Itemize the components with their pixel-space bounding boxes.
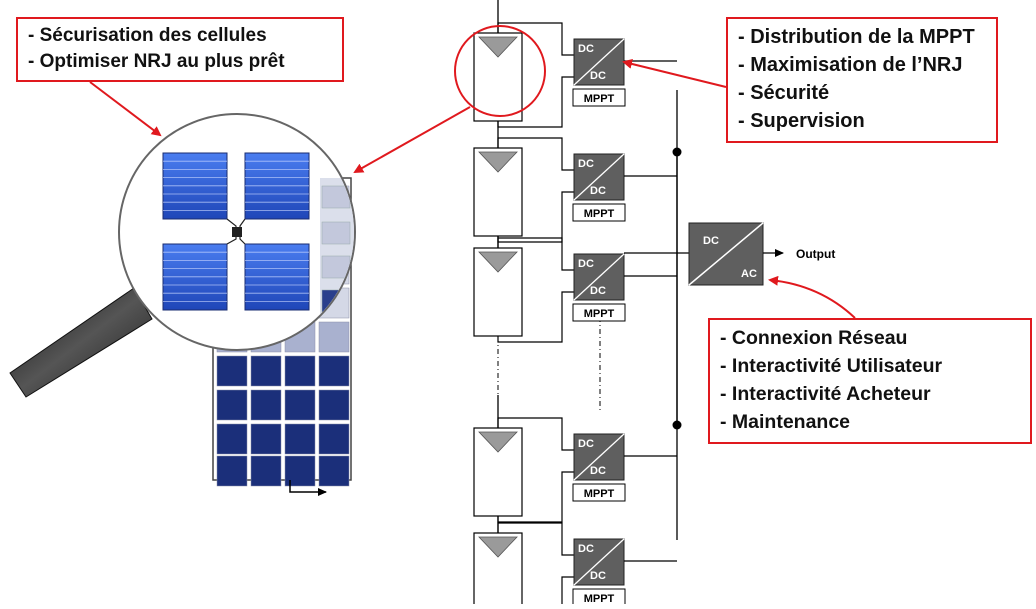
- junction-dot: [672, 420, 682, 430]
- mppt-tag: [572, 483, 626, 502]
- inverter: DC AC: [688, 222, 764, 286]
- callout-line: - Interactivité Utilisateur: [720, 355, 943, 377]
- panel-cell: [318, 321, 350, 353]
- zoom-cell-grid-lines: [163, 160, 309, 302]
- diode-icon: [478, 36, 518, 58]
- string-diagram: DC DC MPPT DC DC MPPT DC DC MPPT DC DC MPPT DC DC MPPT…: [473, 0, 835, 609]
- panel-cell: [284, 389, 316, 421]
- pv-module: [473, 137, 575, 243]
- converter-label-bottom: DC: [590, 570, 606, 582]
- converter-label-bottom: DC: [590, 185, 606, 197]
- diode-icon: [478, 431, 518, 453]
- dc-dc-converter: DC DC MPPT: [572, 538, 677, 607]
- callout-line: - Maintenance: [720, 411, 851, 433]
- panel-cell: [250, 423, 282, 455]
- panel-output-lead: [289, 480, 327, 496]
- mppt-tag: [572, 203, 626, 222]
- junction-dot: [672, 147, 682, 157]
- highlight-circle: [454, 25, 546, 117]
- mppt-tag-label: MPPT: [584, 93, 615, 105]
- mppt-callout-arrow: [622, 59, 727, 88]
- converter-label-bottom: DC: [590, 465, 606, 477]
- pv-module: [473, 522, 575, 609]
- callout-line: - Optimiser NRJ au plus prêt: [28, 51, 285, 72]
- dc-dc-converter: DC DC MPPT: [572, 153, 677, 222]
- converter-label-bottom: DC: [590, 285, 606, 297]
- inverter-callout-arrow: [768, 275, 856, 319]
- panel-cell: [250, 355, 282, 387]
- panel-cell: [318, 455, 350, 487]
- callout-mppt-features: - Distribution de la MPPT - Maximisation…: [726, 17, 998, 143]
- converter-label-top: DC: [578, 43, 594, 55]
- dc-dc-converter: DC DC MPPT: [572, 38, 677, 107]
- cells-callout-arrow: [89, 81, 162, 137]
- panel-cell: [216, 355, 248, 387]
- converter-label-top: DC: [578, 158, 594, 170]
- mppt-tag: [572, 303, 626, 322]
- dc-dc-converter: DC DC MPPT: [572, 433, 677, 502]
- panel-cell: [216, 389, 248, 421]
- inverter-label-top: DC: [703, 235, 719, 247]
- diode-icon: [478, 251, 518, 273]
- converter-label-bottom: DC: [590, 70, 606, 82]
- callout-line: - Sécurisation des cellules: [28, 25, 267, 46]
- magnifier: [9, 113, 356, 398]
- output-label: Output: [796, 247, 835, 261]
- cell-optimizer-chip-icon: [232, 227, 242, 237]
- dc-dc-converter: DC DC MPPT: [572, 253, 677, 322]
- panel-cell: [216, 423, 248, 455]
- mppt-tag-label: MPPT: [584, 208, 615, 220]
- callout-line: - Distribution de la MPPT: [738, 26, 975, 48]
- converter-label-top: DC: [578, 543, 594, 555]
- panel-cell: [250, 455, 282, 487]
- panel-cell: [318, 423, 350, 455]
- callout-line: - Maximisation de l’NRJ: [738, 54, 963, 76]
- panel-cell: [318, 355, 350, 387]
- panel-cell: [284, 355, 316, 387]
- pv-module: [473, 22, 575, 128]
- panel-cell: [216, 455, 248, 487]
- callout-line: - Interactivité Acheteur: [720, 383, 931, 405]
- mppt-tag-label: MPPT: [584, 593, 615, 604]
- callout-inverter-features: - Connexion Réseau - Interactivité Utili…: [708, 318, 1032, 444]
- callout-cell-security: - Sécurisation des cellules - Optimiser …: [16, 17, 344, 82]
- pv-module: [473, 417, 575, 523]
- zoom-arrow: [353, 106, 471, 173]
- callout-line: - Connexion Réseau: [720, 327, 908, 349]
- panel-cell: [250, 389, 282, 421]
- panel-cell: [318, 389, 350, 421]
- panel-cell: [284, 423, 316, 455]
- callout-line: - Sécurité: [738, 82, 830, 104]
- diode-icon: [478, 536, 518, 558]
- callout-line: - Supervision: [738, 110, 865, 132]
- magnifier-handle: [9, 287, 153, 398]
- diode-icon: [478, 151, 518, 173]
- mppt-tag-label: MPPT: [584, 308, 615, 320]
- inverter-label-bottom: AC: [741, 268, 757, 280]
- converter-label-top: DC: [578, 438, 594, 450]
- mppt-tag-label: MPPT: [584, 488, 615, 500]
- mppt-tag: [572, 88, 626, 107]
- converter-label-top: DC: [578, 258, 594, 270]
- pv-module: [473, 237, 575, 343]
